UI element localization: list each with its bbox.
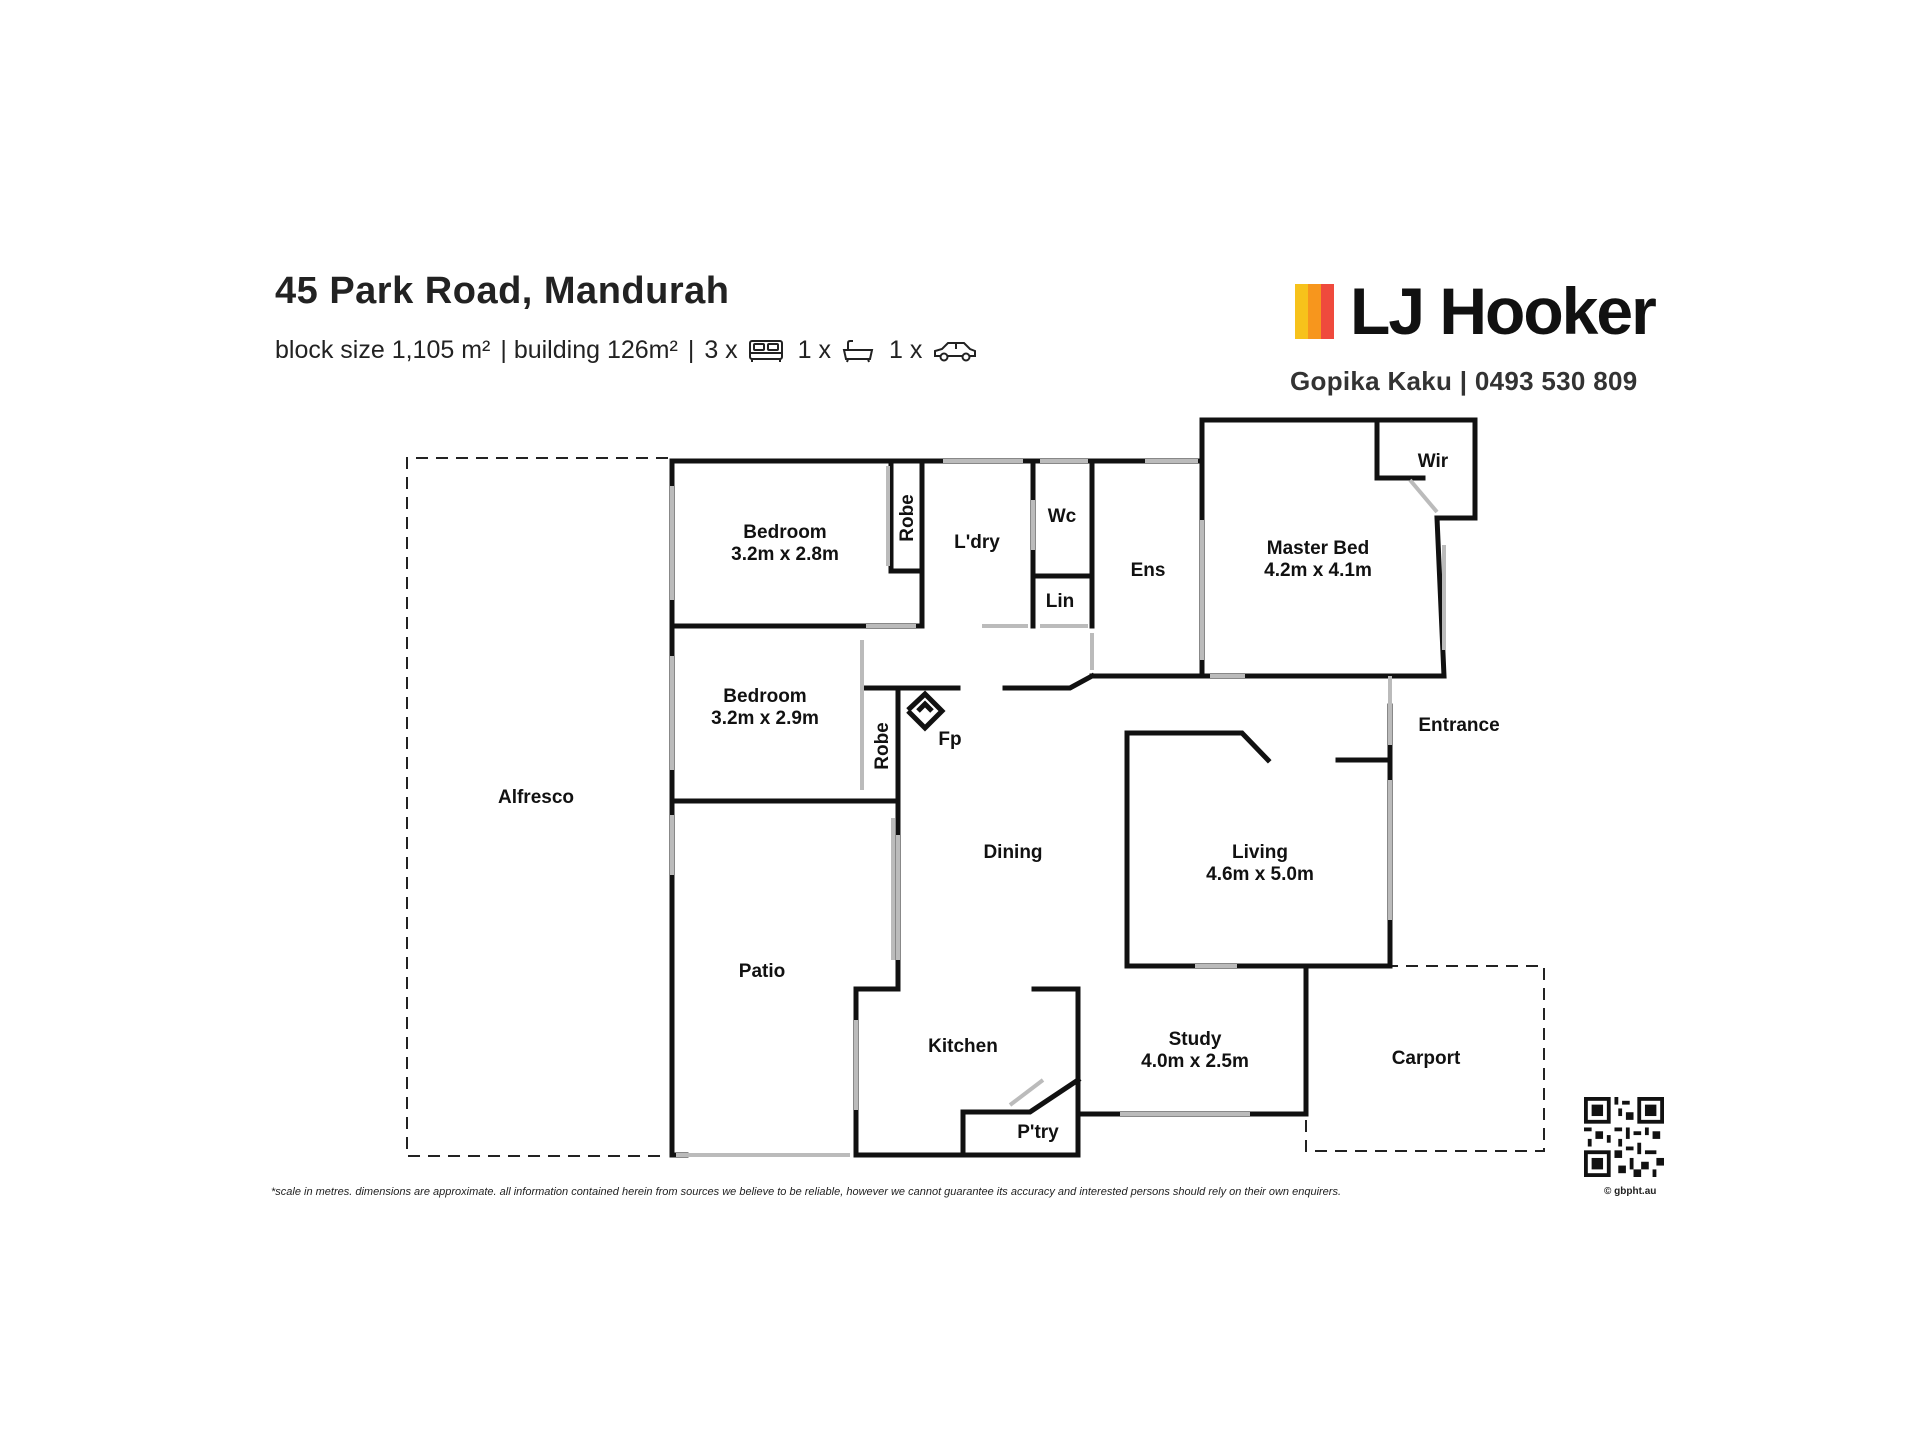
logo-stripes (1295, 283, 1334, 339)
room-wc: Wc (1048, 506, 1077, 527)
logo-stripe-red (1321, 283, 1334, 339)
alfresco-outline (406, 457, 668, 1157)
logo-stripe-orange (1308, 283, 1321, 339)
room-bedroom1-dim: 3.2m x 2.8m (731, 544, 839, 565)
room-robe2: Robe (872, 722, 893, 770)
room-master-dim: 4.2m x 4.1m (1264, 560, 1372, 581)
block-size: block size 1,105 m² (275, 336, 491, 364)
room-ens: Ens (1131, 560, 1166, 581)
summary-separator: | (687, 336, 695, 364)
car-count: 1 x (889, 336, 923, 364)
room-laundry: L'dry (954, 532, 1000, 553)
room-alfresco: Alfresco (498, 787, 574, 808)
dashed-outlines (406, 457, 1545, 1157)
room-living: Living (1232, 842, 1288, 863)
room-study: Study (1169, 1029, 1222, 1050)
brand-name: LJ Hooker (1350, 274, 1657, 348)
room-lin: Lin (1046, 591, 1075, 612)
room-patio: Patio (739, 961, 785, 982)
credit: © gbpht.au (1604, 1186, 1657, 1197)
property-summary: block size 1,105 m² | building 126m² | 3… (275, 336, 992, 365)
disclaimer: *scale in metres. dimensions are approxi… (271, 1186, 1342, 1198)
room-study-dim: 4.0m x 2.5m (1141, 1051, 1249, 1072)
brand-logo: LJ Hooker (1295, 274, 1657, 348)
carport-outline (1305, 965, 1545, 1152)
room-kitchen: Kitchen (928, 1036, 998, 1057)
bedroom-count: 3 x (704, 336, 738, 364)
room-labels: Alfresco Bedroom 3.2m x 2.8m Robe L'dry … (498, 451, 1500, 1143)
fireplace-symbol (906, 690, 946, 732)
room-bedroom2-dim: 3.2m x 2.9m (711, 708, 819, 729)
room-carport: Carport (1392, 1048, 1461, 1069)
room-master: Master Bed (1267, 538, 1369, 559)
car-icon (934, 341, 977, 361)
bath-icon (842, 339, 874, 362)
property-address: 45 Park Road, Mandurah (275, 270, 730, 312)
bed-icon (748, 339, 783, 362)
bathroom-count: 1 x (797, 336, 832, 364)
walls (669, 417, 1478, 1158)
windows (670, 459, 1446, 1157)
qr-code (1584, 1097, 1664, 1177)
room-bedroom1: Bedroom (743, 522, 826, 543)
room-bedroom2: Bedroom (723, 686, 806, 707)
room-robe1: Robe (897, 494, 918, 542)
room-living-dim: 4.6m x 5.0m (1206, 864, 1314, 885)
room-dining: Dining (983, 842, 1042, 863)
room-wir: Wir (1418, 451, 1449, 472)
building-size: | building 126m² (500, 336, 678, 364)
room-pantry: P'try (1017, 1122, 1059, 1143)
logo-stripe-yellow (1295, 283, 1308, 339)
agent-contact: Gopika Kaku | 0493 530 809 (1290, 366, 1638, 396)
room-fp: Fp (938, 729, 961, 750)
room-entrance: Entrance (1418, 715, 1499, 736)
